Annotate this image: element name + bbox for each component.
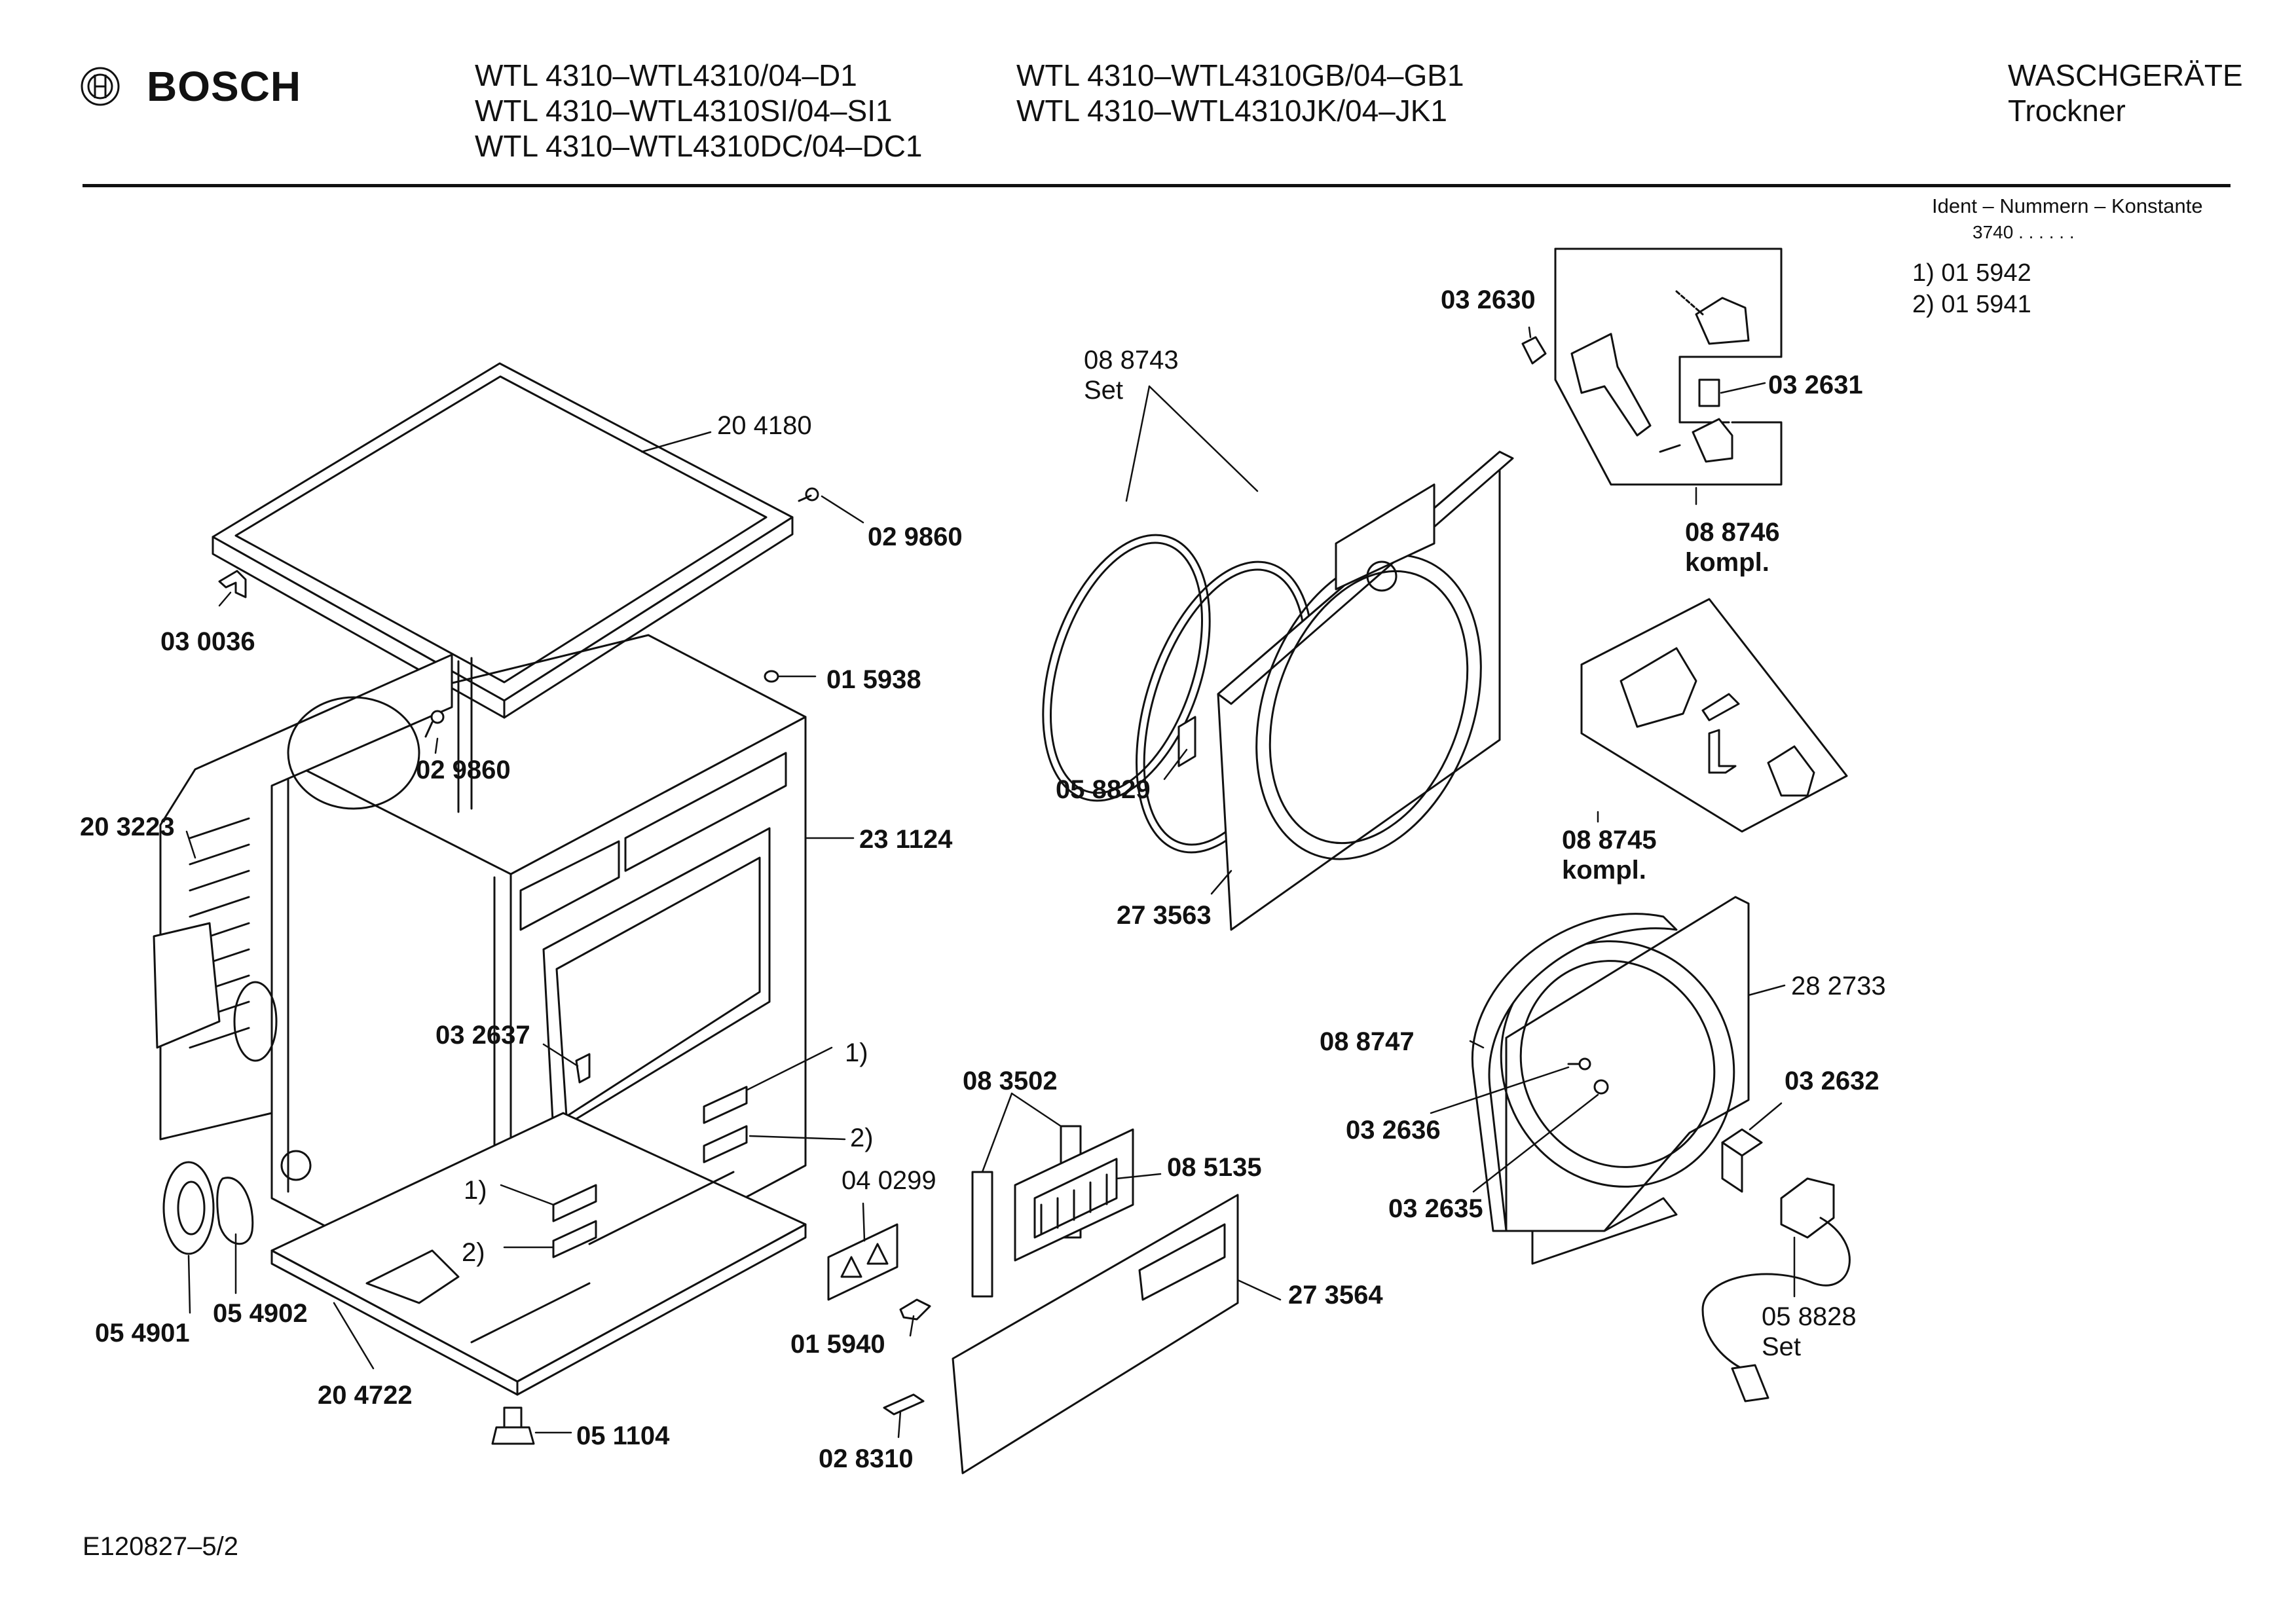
part-suffix: Set	[1084, 376, 1124, 405]
part-label-032635: 03 2635	[1388, 1194, 1483, 1223]
ident-block: Ident – Nummern – Konstante 3740 . . . .…	[1932, 193, 2203, 246]
part-label-204180: 20 4180	[717, 411, 812, 440]
screw-029860-mid	[426, 711, 443, 737]
leader-lines	[187, 327, 1794, 1437]
bracket-030036	[219, 571, 246, 597]
part-label-029860-top: 02 9860	[868, 522, 963, 551]
part-number: 08 8745	[1562, 826, 1657, 854]
part-number: 08 8743	[1084, 346, 1179, 375]
variant-marker-1: 1)	[845, 1038, 868, 1067]
switch-032632	[1722, 1129, 1762, 1192]
category: WASCHGERÄTE	[2008, 58, 2243, 92]
inserts-1-2	[553, 1087, 747, 1257]
part-label-029860-mid: 02 9860	[416, 756, 511, 784]
part-label-032637: 03 2637	[435, 1021, 530, 1050]
part-number: 08 8746	[1685, 518, 1780, 547]
part-suffix: Set	[1762, 1332, 1802, 1361]
part-suffix: kompl.	[1685, 548, 1769, 577]
brand: BOSCH	[80, 62, 301, 111]
door-lock-kit-088746	[1555, 249, 1781, 485]
variant-list: 1) 01 5942 2) 01 5941	[1912, 257, 2031, 320]
variant-marker-2: 2)	[462, 1238, 485, 1267]
part-label-083502: 08 3502	[963, 1067, 1058, 1095]
model-line: WTL 4310–WTL4310JK/04–JK1	[1016, 94, 1447, 128]
model-list-2: WTL 4310–WTL4310GB/04–GB1 WTL 4310–WTL43…	[1016, 58, 1464, 128]
screw-029860-top	[799, 488, 818, 501]
part-label-203223: 20 3223	[80, 813, 175, 841]
catch-015940	[900, 1300, 930, 1319]
part-label-085135: 08 5135	[1167, 1153, 1262, 1182]
foot	[492, 1408, 534, 1444]
part-label-273564: 27 3564	[1288, 1281, 1383, 1310]
filter-085135	[1015, 1129, 1133, 1260]
rear-panel	[154, 655, 452, 1139]
model-line: WTL 4310–WTL4310DC/04–DC1	[475, 129, 923, 163]
part-label-032632: 03 2632	[1785, 1067, 1879, 1095]
part-label-088743: 08 8743 Set	[1084, 345, 1179, 405]
part-label-015938: 01 5938	[826, 665, 921, 694]
part-label-204722: 20 4722	[318, 1381, 413, 1410]
variant-marker-1: 1)	[464, 1176, 487, 1205]
drawing-code: E120827–5/2	[83, 1532, 239, 1561]
screw-032636	[1568, 1059, 1590, 1069]
felt-058829	[1179, 717, 1195, 766]
lock-032630	[1523, 337, 1546, 363]
model-line: WTL 4310–WTL4310SI/04–SI1	[475, 94, 893, 128]
part-label-088747: 08 8747	[1320, 1027, 1415, 1056]
pin-032635	[1595, 1080, 1608, 1093]
part-label-028310: 02 8310	[819, 1444, 914, 1473]
subcategory: Trockner	[2008, 94, 2126, 128]
model-list-1: WTL 4310–WTL4310/04–D1 WTL 4310–WTL4310S…	[475, 58, 923, 164]
part-label-231124: 23 1124	[859, 825, 953, 854]
part-label-040299: 04 0299	[842, 1166, 936, 1195]
bracket-032637	[576, 1054, 589, 1082]
seal-088747	[1472, 914, 1676, 1231]
part-label-058829: 05 8829	[1056, 775, 1151, 804]
clip-015938	[765, 671, 778, 682]
category-block: WASCHGERÄTE Trockner	[2008, 58, 2243, 128]
brand-name: BOSCH	[147, 63, 302, 110]
cable-058828	[1703, 1179, 1849, 1401]
part-label-054901: 05 4901	[95, 1319, 190, 1347]
front-shield-273563	[1217, 452, 1521, 930]
ident-title: Ident – Nummern – Konstante	[1932, 194, 2203, 217]
variant-marker-2: 2)	[850, 1124, 874, 1152]
part-label-054902: 05 4902	[213, 1299, 308, 1328]
part-label-282733: 28 2733	[1791, 972, 1886, 1000]
part-label-032631: 03 2631	[1768, 371, 1863, 399]
variant-1: 1) 01 5942	[1912, 259, 2031, 287]
part-label-088745: 08 8745 kompl.	[1562, 825, 1657, 885]
part-label-032636: 03 2636	[1346, 1116, 1441, 1145]
part-label-030036: 03 0036	[160, 627, 255, 656]
ident-value: 3740 . . . . . .	[1972, 222, 2075, 242]
variant-2: 2) 01 5941	[1912, 291, 2031, 318]
panel-273564	[953, 1195, 1238, 1473]
part-label-088746: 08 8746 kompl.	[1685, 517, 1780, 577]
clip-028310	[884, 1395, 923, 1414]
part-number: 05 8828	[1762, 1302, 1857, 1331]
part-label-058828: 05 8828 Set	[1762, 1302, 1857, 1362]
part-suffix: kompl.	[1562, 856, 1646, 885]
model-line: WTL 4310–WTL4310/04–D1	[475, 58, 857, 92]
header-rule	[83, 184, 2231, 187]
part-label-051104: 05 1104	[576, 1421, 670, 1450]
part-label-273563: 27 3563	[1117, 901, 1212, 930]
latch-kit-088745	[1582, 599, 1847, 832]
ring-054901	[164, 1162, 213, 1254]
gasket-054902	[217, 1178, 253, 1244]
door-frame-282733	[1461, 897, 1774, 1264]
part-label-015940: 01 5940	[790, 1330, 885, 1359]
part-label-032630: 03 2630	[1441, 285, 1536, 314]
bosch-logo-icon	[81, 67, 120, 106]
model-line: WTL 4310–WTL4310GB/04–GB1	[1016, 58, 1464, 92]
label-040299	[828, 1224, 897, 1300]
